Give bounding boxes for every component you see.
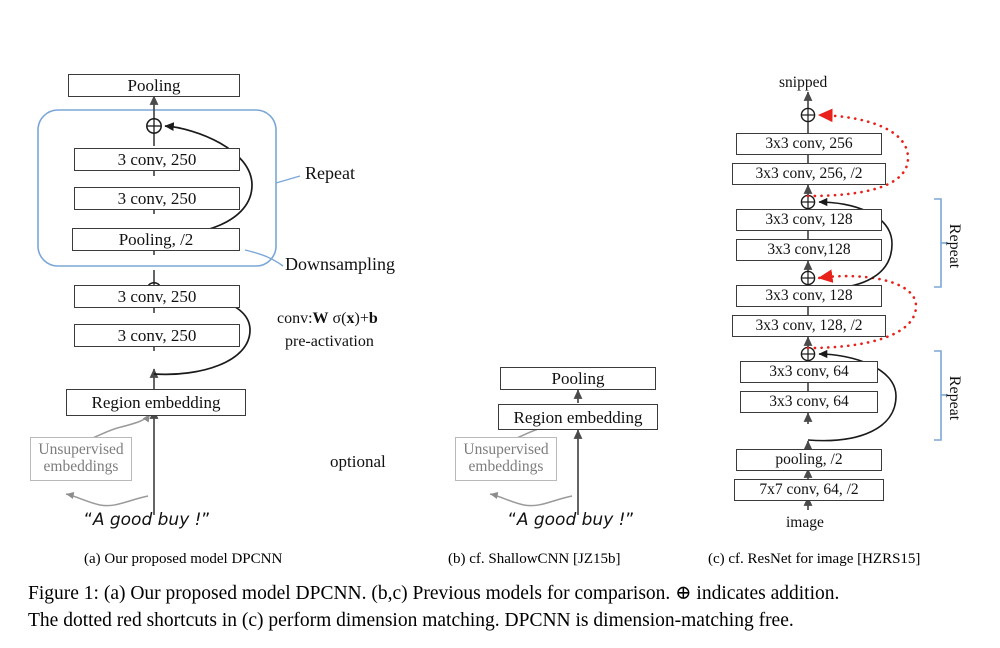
adder-circle-c-4: [800, 346, 816, 362]
input-text-a: “A good buy !”: [84, 510, 210, 530]
block-a-3[interactable]: Pooling, /2: [72, 228, 240, 251]
formula-b: b: [368, 310, 378, 327]
caption-line-1: Figure 1: (a) Our proposed model DPCNN. …: [28, 583, 840, 604]
block-c-2[interactable]: 3x3 conv, 128: [736, 209, 882, 231]
label-snipped-c: snipped: [779, 74, 828, 91]
adder-circle-c-3: [800, 270, 816, 286]
label-repeat-a: Repeat: [305, 163, 355, 183]
block-a-5[interactable]: 3 conv, 250: [74, 324, 240, 347]
adder-circle-c-1: [800, 107, 816, 123]
label-optional-a: optional: [330, 452, 386, 471]
label-repeat-c-upper: Repeat: [946, 223, 964, 269]
unsupervised-embeddings-box-a[interactable]: Unsupervised embeddings: [30, 437, 132, 481]
block-c-1[interactable]: 3x3 conv, 256, /2: [732, 163, 886, 185]
formula-post: )+: [354, 310, 369, 327]
block-c-3[interactable]: 3x3 conv,128: [736, 239, 882, 261]
block-a-4[interactable]: 3 conv, 250: [74, 285, 240, 308]
block-c-0[interactable]: 3x3 conv, 256: [736, 133, 882, 155]
unsupervised-embeddings-box-b[interactable]: Unsupervised embeddings: [455, 437, 557, 481]
block-c-4[interactable]: 3x3 conv, 128: [736, 285, 882, 307]
unsup-line1-b: Unsupervised: [463, 441, 549, 459]
block-a-6[interactable]: Region embedding: [66, 389, 246, 416]
unsup-line2-a: embeddings: [43, 458, 119, 475]
label-downsampling-a: Downsampling: [285, 254, 395, 274]
label-conv-formula-a: conv:W σ(x)+b: [277, 310, 378, 328]
input-text-b: “A good buy !”: [508, 510, 634, 530]
block-c-5[interactable]: 3x3 conv, 128, /2: [732, 315, 886, 337]
adder-circle-a-top: [146, 118, 162, 134]
optional-curve-b-bottom: [489, 492, 573, 507]
caption-line-2: The dotted red shortcuts in (c) perform …: [28, 609, 794, 631]
label-pre-activation-a: pre-activation: [285, 333, 374, 350]
subcaption-a: (a) Our proposed model DPCNN: [84, 551, 283, 567]
optional-curve-a-bottom: [65, 492, 149, 507]
block-b-1[interactable]: Region embedding: [498, 404, 658, 430]
formula-mid: σ(: [328, 310, 347, 327]
block-c-9[interactable]: 7x7 conv, 64, /2: [734, 479, 884, 501]
input-string-b: A good buy !: [516, 510, 626, 530]
label-repeat-c-lower: Repeat: [946, 375, 964, 421]
unsup-line1-a: Unsupervised: [38, 441, 124, 459]
block-b-0[interactable]: Pooling: [500, 367, 656, 390]
block-c-7[interactable]: 3x3 conv, 64: [740, 391, 878, 413]
subcaption-c: (c) cf. ResNet for image [HZRS15]: [708, 551, 921, 567]
block-a-0[interactable]: Pooling: [68, 74, 240, 97]
label-image-c: image: [786, 514, 824, 531]
shortcut-a-upper: [153, 122, 253, 237]
quote-close-b: ”: [625, 510, 635, 530]
block-c-6[interactable]: 3x3 conv, 64: [740, 361, 878, 383]
formula-x: x: [346, 310, 355, 327]
quote-open-b: “: [508, 510, 517, 530]
input-string-a: A good buy !: [92, 510, 202, 530]
formula-pre: conv:: [277, 310, 313, 327]
block-c-8[interactable]: pooling, /2: [736, 449, 882, 471]
quote-close-a: ”: [201, 510, 211, 530]
figure-caption: Figure 1: (a) Our proposed model DPCNN. …: [28, 581, 980, 635]
adder-circle-c-2: [800, 194, 816, 210]
subcaption-b: (b) cf. ShallowCNN [JZ15b]: [448, 551, 621, 567]
block-a-1[interactable]: 3 conv, 250: [74, 148, 240, 171]
unsup-line2-b: embeddings: [468, 458, 544, 475]
formula-W: W: [312, 310, 329, 327]
block-a-2[interactable]: 3 conv, 250: [74, 187, 240, 210]
quote-open-a: “: [84, 510, 93, 530]
